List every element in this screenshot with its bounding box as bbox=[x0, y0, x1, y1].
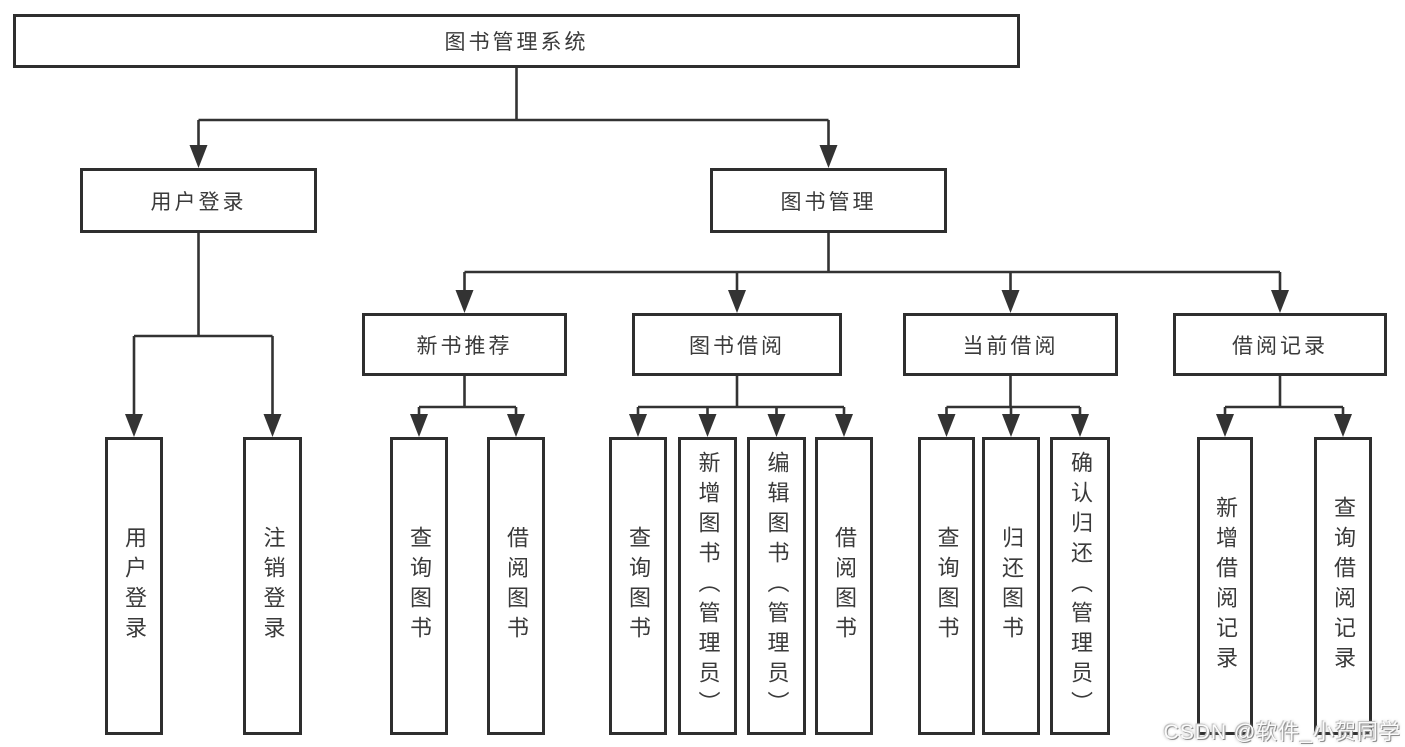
arrowhead-icon bbox=[1001, 290, 1020, 313]
arrowhead-icon bbox=[189, 145, 208, 168]
arrowhead-icon bbox=[728, 290, 746, 313]
leaf-records-query-borrow-record: 查询借阅记录 bbox=[1314, 437, 1372, 735]
leaf-borrowing-add-books-admin: 新增图书（管理员） bbox=[678, 437, 737, 735]
leaf-label: 查询图书 bbox=[934, 526, 960, 646]
leaf-records-add-borrow-record: 新增借阅记录 bbox=[1197, 437, 1253, 735]
leaf-label: 归还图书 bbox=[999, 526, 1024, 646]
leaf-label: 查询图书 bbox=[407, 526, 432, 646]
leaf-current-return-books: 归还图书 bbox=[982, 437, 1040, 735]
arrowhead-icon bbox=[125, 414, 143, 437]
arrowhead-icon bbox=[410, 414, 428, 437]
arrowhead-icon bbox=[1271, 290, 1289, 313]
leaf-label: 借阅图书 bbox=[504, 526, 529, 646]
node-current-borrowing: 当前借阅 bbox=[903, 313, 1118, 376]
leaf-logout: 注销登录 bbox=[243, 437, 302, 735]
leaf-current-query-books: 查询图书 bbox=[918, 437, 975, 735]
arrowhead-icon bbox=[629, 414, 647, 437]
arrowhead-icon bbox=[1334, 414, 1352, 437]
node-library-management-system: 图书管理系统 bbox=[13, 14, 1020, 68]
arrowhead-icon bbox=[263, 414, 282, 437]
node-new-book-recommendation: 新书推荐 bbox=[362, 313, 567, 376]
node-borrowing-records: 借阅记录 bbox=[1173, 313, 1387, 376]
leaf-user-login: 用户登录 bbox=[105, 437, 163, 735]
leaf-borrowing-query-books: 查询图书 bbox=[609, 437, 667, 735]
leaf-current-confirm-return-admin: 确认归还（管理员） bbox=[1050, 437, 1110, 735]
leaf-recommend-query-books: 查询图书 bbox=[390, 437, 448, 735]
leaf-label: 查询图书 bbox=[626, 526, 651, 646]
node-book-management: 图书管理 bbox=[710, 168, 947, 233]
arrowhead-icon bbox=[507, 414, 525, 437]
arrowhead-icon bbox=[819, 145, 838, 168]
arrowhead-icon bbox=[1216, 414, 1234, 437]
arrowhead-icon bbox=[1002, 414, 1020, 437]
arrowhead-icon bbox=[698, 414, 717, 437]
arrowhead-icon bbox=[1071, 414, 1089, 437]
leaf-label: 借阅图书 bbox=[832, 526, 857, 646]
node-user-login: 用户登录 bbox=[80, 168, 317, 233]
leaf-label: 新增借阅记录 bbox=[1213, 496, 1238, 676]
arrowhead-icon bbox=[835, 414, 853, 437]
leaf-label: 编辑图书（管理员） bbox=[764, 451, 790, 721]
leaf-borrowing-borrow-books: 借阅图书 bbox=[815, 437, 873, 735]
arrowhead-icon bbox=[455, 290, 474, 313]
leaf-label: 用户登录 bbox=[122, 526, 147, 646]
arrowhead-icon bbox=[937, 414, 956, 437]
leaf-recommend-borrow-books: 借阅图书 bbox=[487, 437, 545, 735]
node-book-borrowing: 图书借阅 bbox=[632, 313, 842, 376]
leaf-label: 新增图书（管理员） bbox=[695, 451, 721, 721]
leaf-label: 查询借阅记录 bbox=[1331, 496, 1356, 676]
arrowhead-icon bbox=[767, 414, 786, 437]
leaf-label: 确认归还（管理员） bbox=[1068, 451, 1093, 721]
leaf-label: 注销登录 bbox=[260, 526, 286, 646]
leaf-borrowing-edit-books-admin: 编辑图书（管理员） bbox=[747, 437, 806, 735]
